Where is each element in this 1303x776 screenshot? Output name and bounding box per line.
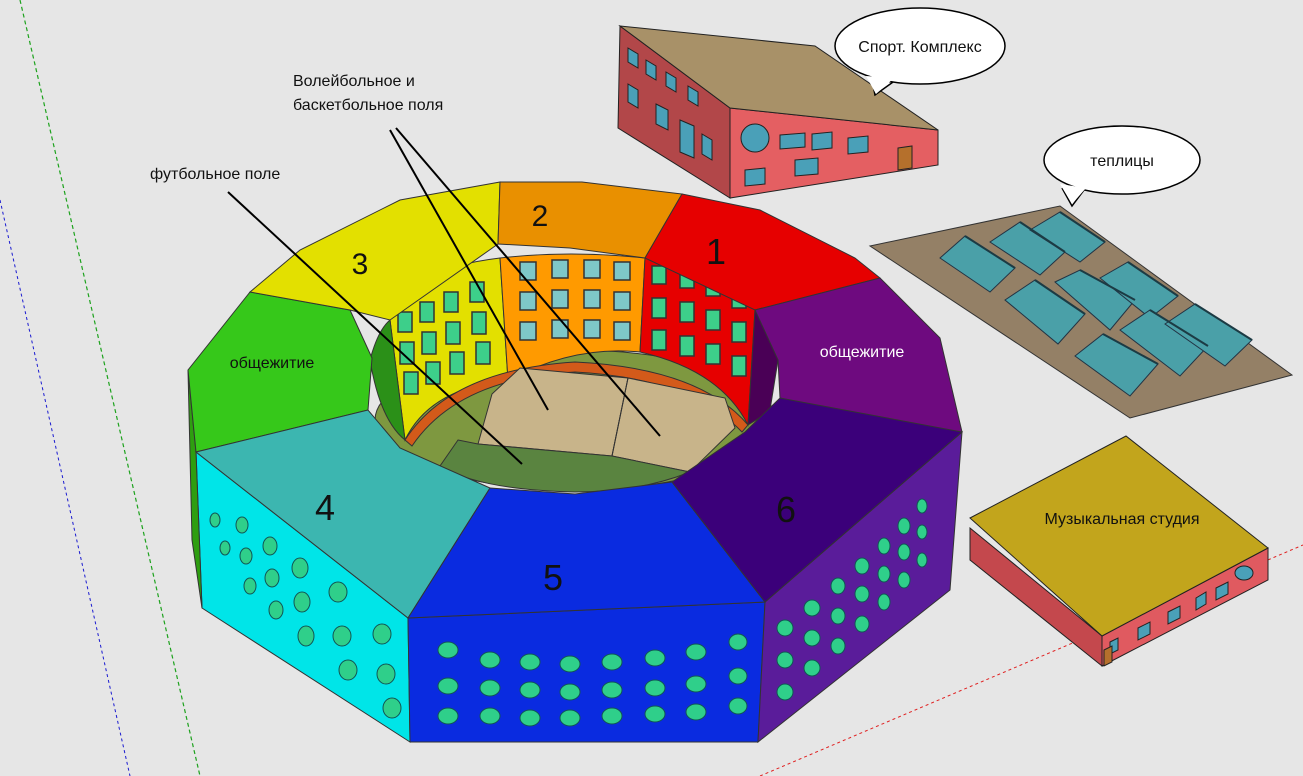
- volleyball-label-line1: Волейбольное и: [293, 73, 415, 90]
- sport-complex-windows: [627, 47, 869, 187]
- volleyball-label-line2: баскетбольное поля: [293, 97, 443, 114]
- music-studio-door: [1103, 645, 1113, 667]
- outer-windows-section4: [209, 512, 402, 719]
- roof-section6: [671, 397, 964, 603]
- axis-line-green: [19, 0, 201, 776]
- sport-complex-roof: [618, 25, 939, 131]
- music-studio-windows: [1109, 565, 1254, 655]
- axis-line-blue: [0, 199, 131, 776]
- greenhouses-area: [868, 205, 1294, 419]
- dorm-left-label: общежитие: [230, 355, 315, 372]
- dorm-right-label: общежитие: [820, 344, 905, 361]
- section-number-5: 5: [543, 557, 563, 598]
- axis-line-red: [759, 544, 1303, 776]
- inner-windows-section1: [651, 265, 747, 377]
- football-label: футбольное поле: [150, 166, 280, 183]
- inner-windows-section2: [519, 259, 631, 341]
- greenhouse-panel-edges: [964, 211, 1253, 365]
- greenhouses-bubble: теплицы: [1043, 125, 1201, 208]
- music-studio-building: Музыкальная студия: [969, 435, 1269, 668]
- sport-complex-building: [617, 25, 939, 199]
- annotation-lines: [227, 127, 661, 465]
- section-number-1: 1: [706, 231, 726, 272]
- greenhouse-panels: [939, 211, 1253, 397]
- music-studio-label: Музыкальная студия: [1044, 511, 1199, 528]
- outer-windows-section5: [437, 633, 748, 727]
- sport-complex-door: [897, 145, 913, 171]
- greenhouses-label: теплицы: [1090, 153, 1154, 170]
- section-number-6: 6: [776, 489, 796, 530]
- section-number-2: 2: [532, 200, 549, 233]
- music-studio-roof: [969, 435, 1269, 637]
- court-divider: [611, 377, 629, 457]
- ring-building: 1 2 3 4 5 6 общежитие общежитие: [187, 181, 964, 744]
- section-number-3: 3: [352, 248, 369, 281]
- sport-complex-label: Спорт. Комплекс: [858, 39, 981, 56]
- inner-windows-section3: [397, 281, 491, 395]
- sport-complex-bubble: Спорт. Комплекс: [834, 7, 1006, 97]
- ring-wall-section5: [407, 601, 766, 743]
- outer-windows-section6: [776, 498, 928, 701]
- roof-section4: [194, 409, 491, 619]
- section-number-4: 4: [315, 487, 335, 528]
